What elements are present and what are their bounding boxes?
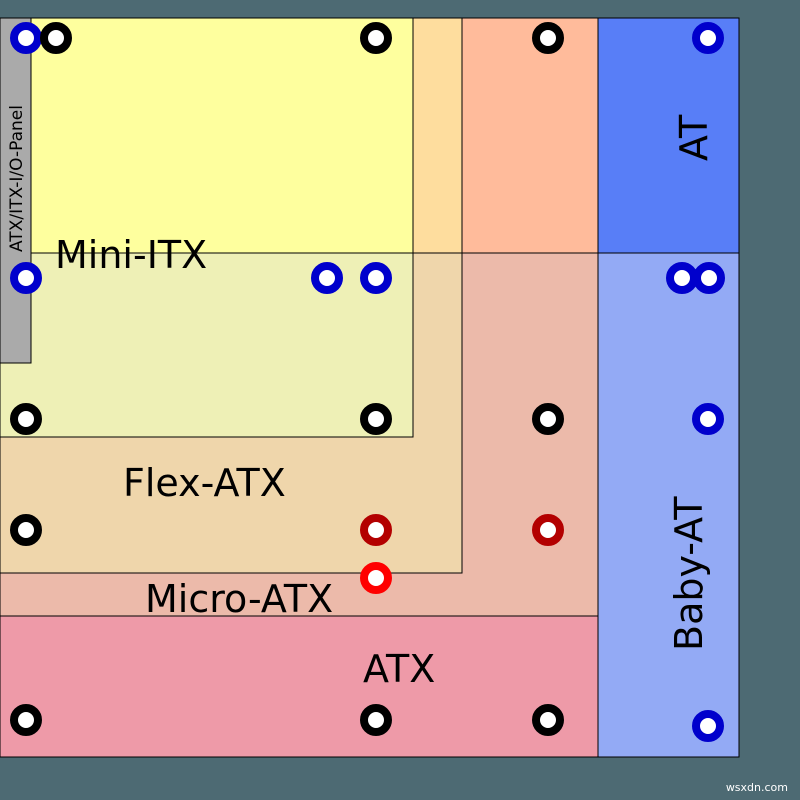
mounting-hole-atx [40,22,72,54]
mounting-hole-at [692,403,724,435]
mounting-hole-micro-atx [360,514,392,546]
upper-yellow-region [0,17,414,254]
mounting-hole-at [693,262,725,294]
mounting-holes [10,22,725,742]
micro-atx-label: Micro-ATX [145,577,333,621]
mounting-hole-mini-itx [360,262,392,294]
mounting-hole-at [10,22,42,54]
at-label: AT [672,114,716,161]
atx-region [0,615,599,758]
baby-at-region [597,252,740,758]
mounting-hole-atx [10,514,42,546]
mounting-hole-at [692,710,724,742]
mounting-hole-atx [532,704,564,736]
mounting-hole-atx [360,403,392,435]
mounting-hole-flex-atx [360,562,392,594]
mounting-hole-micro-atx [532,514,564,546]
mounting-hole-atx [532,403,564,435]
mini-itx-region [0,252,414,438]
mounting-hole-atx [532,22,564,54]
mounting-hole-atx [360,22,392,54]
atx-label: ATX [363,647,435,691]
io-panel [0,17,32,364]
mini-itx-label: Mini-ITX [55,233,207,277]
mounting-hole-atx [10,704,42,736]
mounting-hole-mini-itx [10,262,42,294]
baby-at-label: Baby-AT [667,496,711,651]
flex-atx-label: Flex-ATX [123,461,286,505]
mounting-hole-atx [10,403,42,435]
mounting-hole-mini-itx [311,262,343,294]
at-region [597,17,740,254]
mounting-hole-at [666,262,698,294]
watermark: wsxdn.com [725,781,788,794]
mounting-hole-atx [360,704,392,736]
io-panel-label: ATX/ITX-I/O-Panel [7,105,27,252]
mounting-hole-at [692,22,724,54]
